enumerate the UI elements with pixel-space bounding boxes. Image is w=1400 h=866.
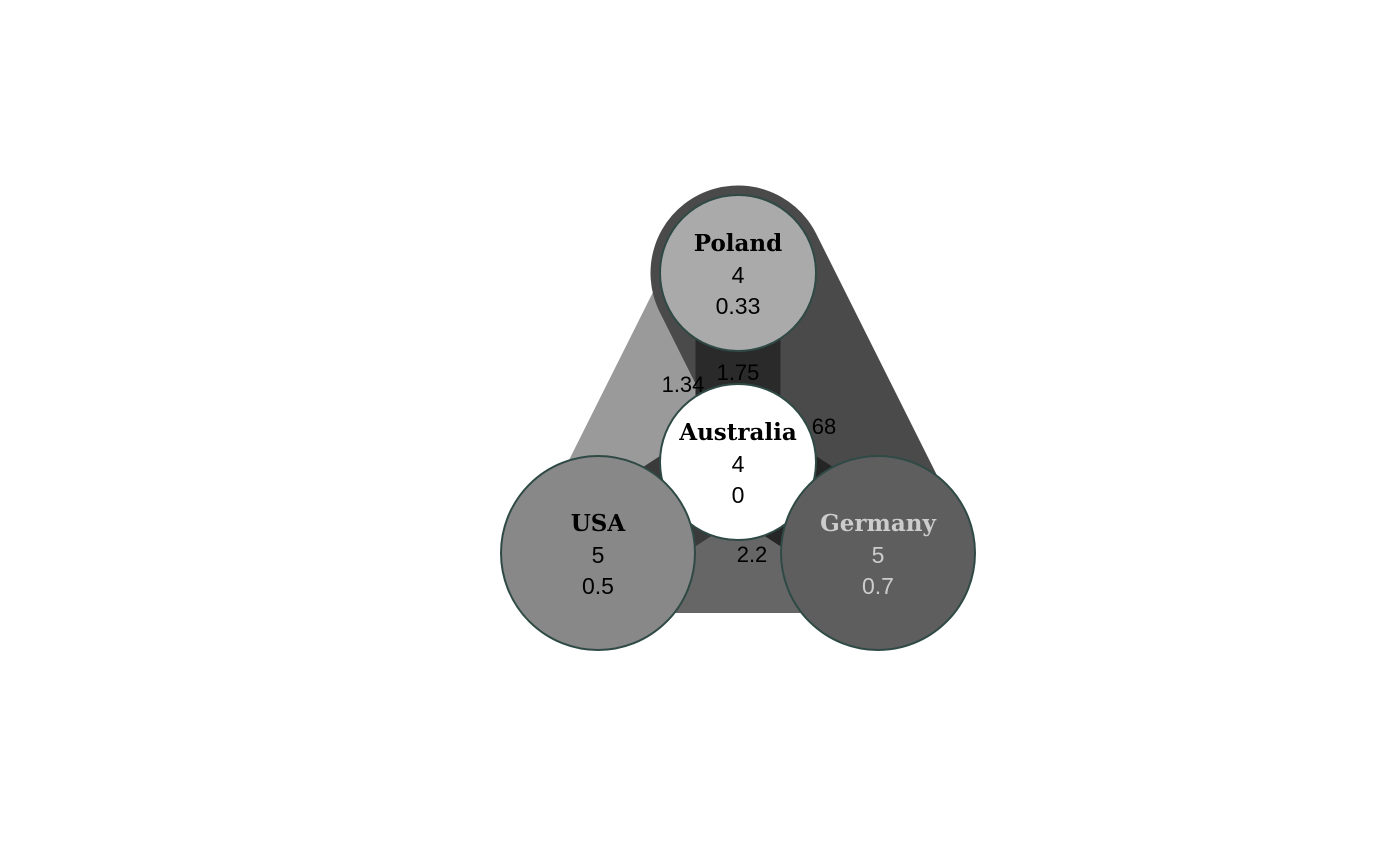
node-value-germany: 5 bbox=[872, 542, 885, 568]
edge-label-poland-australia: 1.75 bbox=[717, 360, 760, 385]
node-value-usa: 5 bbox=[592, 542, 605, 568]
edge-label-layer: 1.34 68 2.2 1.75 bbox=[662, 360, 837, 567]
node-name-australia: Australia bbox=[678, 419, 797, 446]
node-circle-australia bbox=[659, 383, 817, 541]
node-value-poland: 4 bbox=[732, 262, 745, 288]
edge-label-poland-usa: 1.34 bbox=[662, 372, 705, 397]
node-value-australia: 4 bbox=[732, 451, 745, 477]
node-australia: Australia 4 0 bbox=[659, 383, 817, 541]
node-circle-poland bbox=[659, 194, 817, 352]
node-circle-germany bbox=[780, 455, 976, 651]
node-circle-usa bbox=[500, 455, 696, 651]
node-name-germany: Germany bbox=[820, 510, 936, 537]
node-score-germany: 0.7 bbox=[862, 573, 894, 599]
node-score-poland: 0.33 bbox=[716, 293, 761, 319]
node-name-poland: Poland bbox=[694, 230, 782, 257]
node-poland: Poland 4 0.33 bbox=[659, 194, 817, 352]
node-germany: Germany 5 0.7 bbox=[780, 455, 976, 651]
node-name-usa: USA bbox=[571, 510, 627, 537]
edge-label-poland-germany: 68 bbox=[812, 414, 836, 439]
node-score-usa: 0.5 bbox=[582, 573, 614, 599]
edge-label-usa-germany: 2.2 bbox=[737, 542, 768, 567]
node-usa: USA 5 0.5 bbox=[500, 455, 696, 651]
node-score-australia: 0 bbox=[732, 482, 745, 508]
